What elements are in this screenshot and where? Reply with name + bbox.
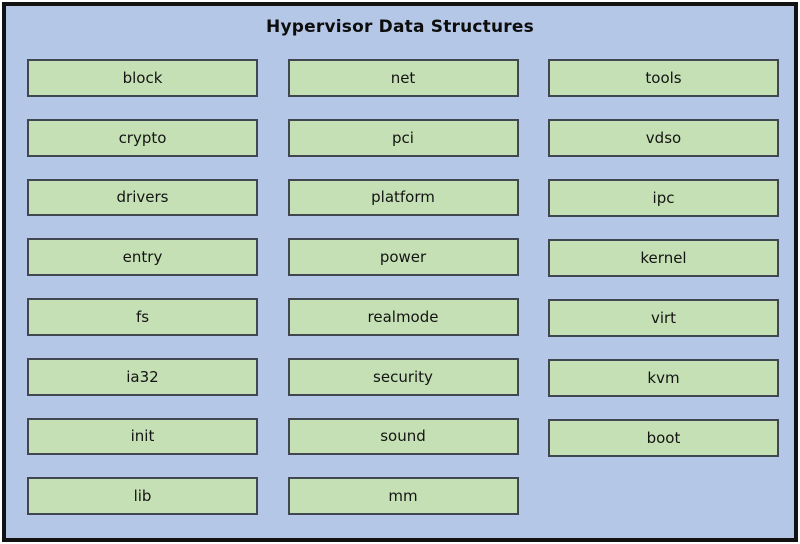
node-column-3: tools vdso ipc kernel virt kvm b <box>548 59 779 537</box>
node-fs[interactable]: fs <box>27 298 258 336</box>
node-realmode[interactable]: realmode <box>287 298 519 336</box>
node-label: init <box>130 427 155 446</box>
node-crypto[interactable]: crypto <box>27 118 258 157</box>
node-label: net <box>390 68 416 87</box>
node-sound[interactable]: sound <box>287 417 519 456</box>
node-columns: block crypto drivers entry fs ia32 <box>27 59 779 537</box>
node-label: pci <box>392 128 414 147</box>
node-pci[interactable]: pci <box>287 118 519 157</box>
node-ia32[interactable]: ia32 <box>27 357 258 396</box>
node-label: block <box>122 68 163 87</box>
node-label: crypto <box>118 128 167 147</box>
node-label: ia32 <box>126 367 159 386</box>
node-label: mm <box>388 487 418 506</box>
node-label: lib <box>133 487 152 506</box>
node-platform[interactable]: platform <box>287 178 519 217</box>
node-tools[interactable]: tools <box>548 59 779 97</box>
node-label: virt <box>650 309 677 327</box>
node-label: security <box>373 367 433 386</box>
node-label: power <box>379 248 427 267</box>
node-label: realmode <box>367 307 439 326</box>
node-boot[interactable]: boot <box>548 419 779 457</box>
node-kvm[interactable]: kvm <box>548 359 779 397</box>
node-label: sound <box>380 427 426 446</box>
node-label: vdso <box>645 129 682 147</box>
node-entry[interactable]: entry <box>27 238 258 276</box>
node-column-1: block crypto drivers entry fs ia32 <box>27 59 258 537</box>
node-label: tools <box>645 69 682 87</box>
node-ipc[interactable]: ipc <box>548 179 779 217</box>
node-label: kvm <box>647 369 680 387</box>
node-net[interactable]: net <box>287 59 519 97</box>
node-column-2: net pci platform power realmode security <box>287 59 519 537</box>
node-label: ipc <box>652 189 675 207</box>
node-label: platform <box>371 188 435 207</box>
node-block[interactable]: block <box>27 59 258 97</box>
node-label: kernel <box>640 249 687 267</box>
page-title: Hypervisor Data Structures <box>266 17 534 37</box>
node-vdso[interactable]: vdso <box>548 119 779 157</box>
node-kernel[interactable]: kernel <box>548 239 779 277</box>
node-mm[interactable]: mm <box>287 477 519 515</box>
node-label: boot <box>646 429 681 447</box>
node-init[interactable]: init <box>27 417 258 456</box>
node-power[interactable]: power <box>287 238 519 276</box>
node-lib[interactable]: lib <box>27 477 258 515</box>
node-security[interactable]: security <box>287 357 519 396</box>
node-label: drivers <box>116 188 169 207</box>
node-drivers[interactable]: drivers <box>27 178 258 217</box>
node-label: fs <box>135 307 150 326</box>
node-virt[interactable]: virt <box>548 299 779 337</box>
node-label: entry <box>122 248 163 267</box>
